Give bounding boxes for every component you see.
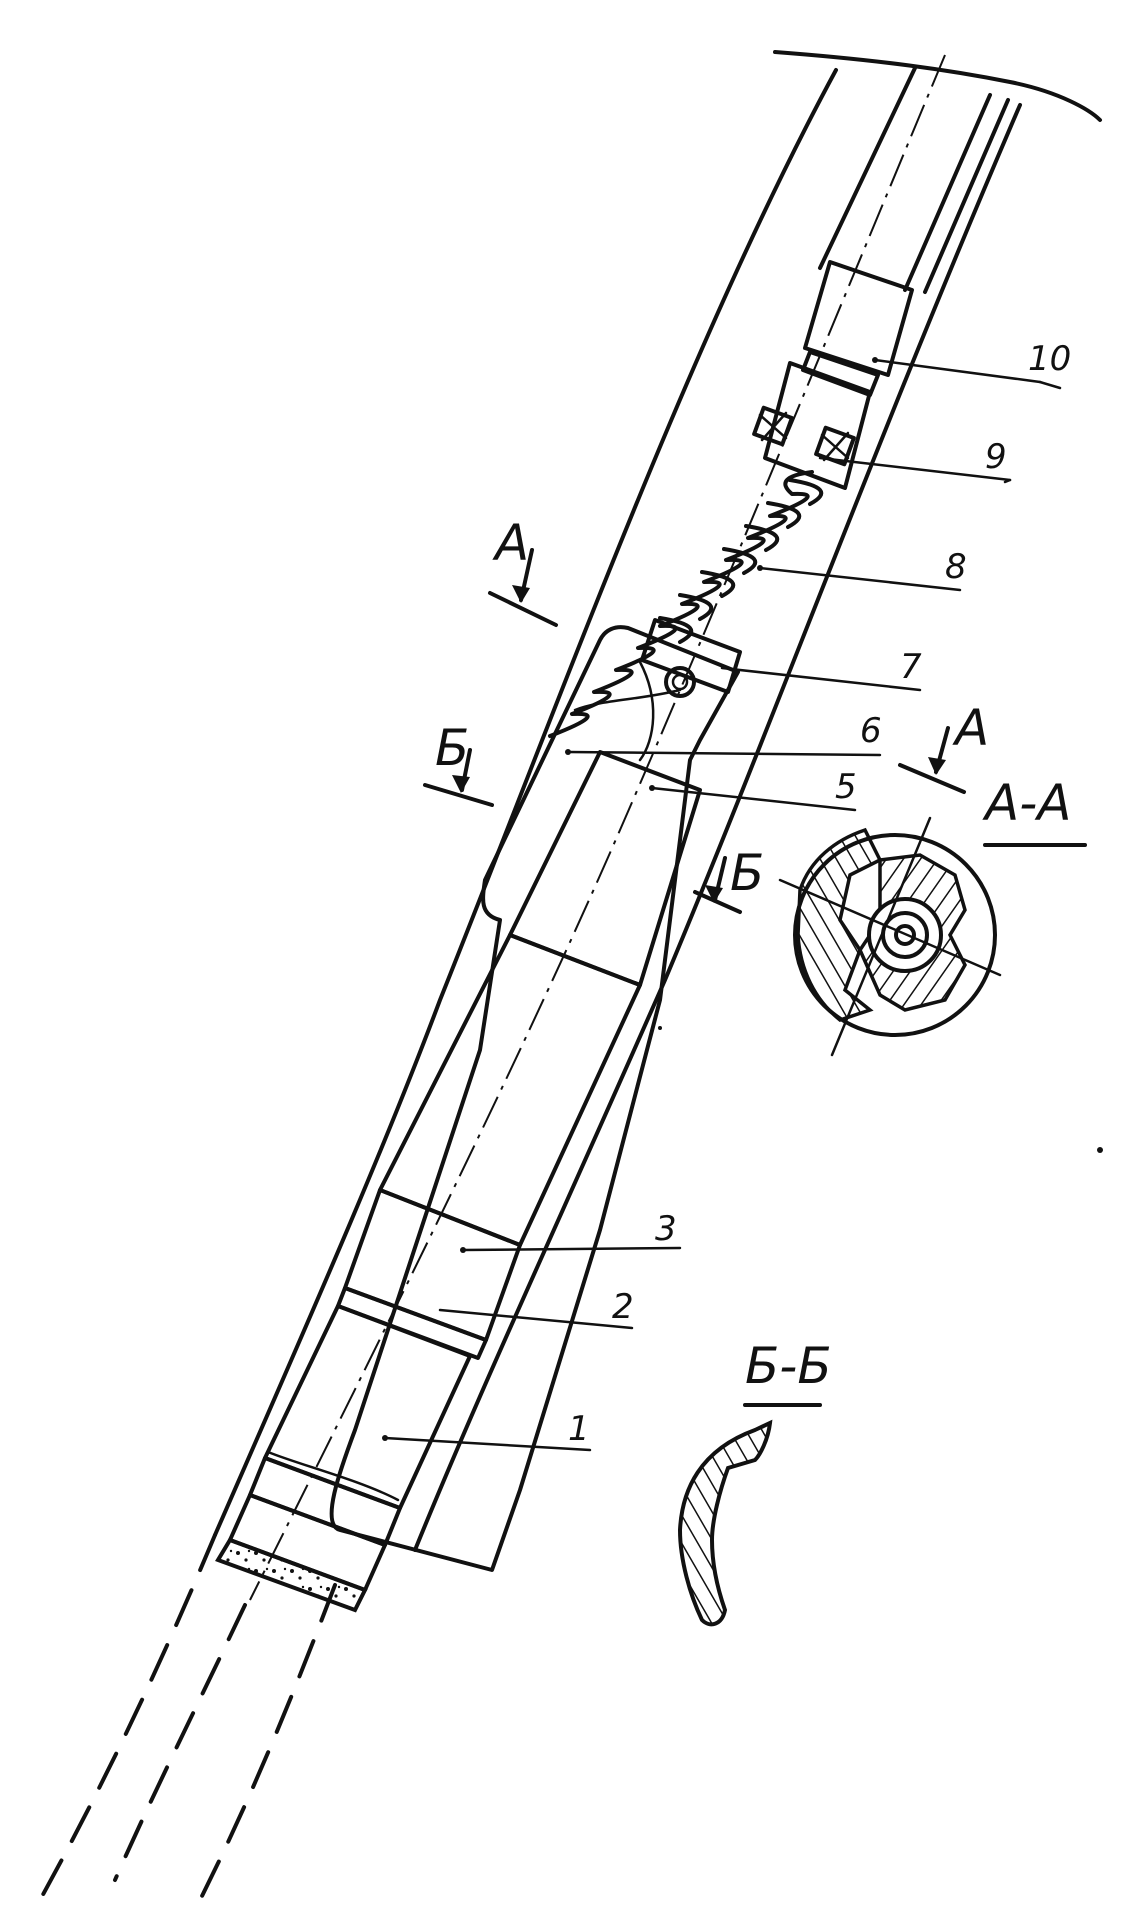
leader-5-dot [649,785,655,791]
drill-string-left [818,66,917,270]
section-aa-ring-middle [881,911,929,959]
part-10-coupling [803,260,914,377]
section-aa-title: А-А [982,774,1071,832]
spring-coils [548,470,814,738]
part-5-piston [508,750,702,987]
callout-3: 3 [655,1209,677,1249]
lower-body [378,933,642,1247]
section-a-right-arrowhead [928,757,946,775]
section-a-right-label: А [952,699,989,757]
part-9-bearing-housing [763,361,872,490]
callout-9: 9 [985,437,1007,477]
section-bb-view: Б-Б [677,1337,832,1627]
speck [1097,1147,1103,1153]
leader-6 [566,750,882,757]
drill-string [818,66,1010,294]
bearing-right-x2 [822,431,850,462]
leader-10 [873,358,1042,384]
leader-10-dot [872,357,878,363]
callout-6: 6 [860,711,882,751]
section-a-left-label: А [492,514,529,572]
callout-labels: 10 9 8 7 6 5 3 2 1 [568,339,1071,1449]
pivot-pin-inner [671,673,689,691]
drill-string-right [903,93,992,292]
section-aa-outer-circle [793,833,997,1037]
leader-5 [650,786,857,812]
leader-10-tail [1038,380,1062,390]
callout-10: 10 [1028,339,1071,379]
borehole-walls [38,68,1022,1902]
section-b-right-arrowhead [705,885,723,903]
section-b-left-line [423,783,494,807]
callout-8: 8 [945,547,967,587]
borehole-left-wall-continuation [38,1533,217,1902]
tool-axis [249,54,946,1601]
section-b-left-arrowhead [452,775,470,793]
drill-bit-crown [215,1537,368,1613]
callout-2: 2 [612,1287,634,1327]
pivot-pin [664,666,696,698]
tool-assembly [215,260,914,1613]
section-b-left-label: Б [435,719,469,777]
callout-1: 1 [568,1409,590,1449]
section-a-right-line [898,763,966,794]
section-b-marks: Б Б [423,719,764,914]
section-aa-ring-inner [894,924,916,946]
section-a-left-line [488,591,558,627]
part-8-spring [548,470,824,738]
section-aa-view: А-А [778,774,1087,1057]
leader-7 [720,666,922,692]
speck [658,1026,662,1030]
leader-3-dot [460,1247,466,1253]
part-1-block [263,1304,472,1510]
part-6-housing [329,625,740,1572]
section-a-left-arrowhead [512,585,530,603]
borehole-right-wall-continuation [198,1583,337,1902]
bearing-left [752,405,794,447]
section-aa-axis-line [830,816,932,1057]
section-a-marks: А А [488,514,989,794]
leader-1-dot [382,1435,388,1441]
part-2-spacer [336,1286,488,1360]
callout-7: 7 [900,647,922,687]
leader-1 [383,1436,592,1452]
borehole-left-wall [213,68,838,1537]
part-1-inner-line [266,1450,400,1502]
spring-coils-back [658,478,824,644]
housing-inner-line [638,660,655,762]
section-b-right-label: Б [730,844,764,902]
callout-5: 5 [835,767,857,807]
borehole-right-wall [413,103,1022,1552]
section-bb-profile [677,1419,773,1627]
section-aa-axis-line-2 [778,878,1002,977]
leader-2 [438,1308,634,1330]
housing-inner-curve [573,688,682,712]
leader-8-dot [757,565,763,571]
leader-6-dot [565,749,571,755]
section-bb-title: Б-Б [745,1337,832,1395]
ground-surface-line [773,50,1102,122]
leader-3 [461,1246,682,1252]
borehole-axis-continuation [113,1603,247,1882]
leader-9-tail [1003,478,1012,484]
leader-9 [818,456,1012,482]
section-b-right-line [693,890,742,914]
drill-string-inner [923,98,1010,294]
bearing-symbols [752,405,856,467]
leader-8 [758,566,962,592]
bearing-left-x2 [760,411,788,442]
section-aa-hatched-body [796,827,883,1022]
leader-lines [382,357,1062,1452]
